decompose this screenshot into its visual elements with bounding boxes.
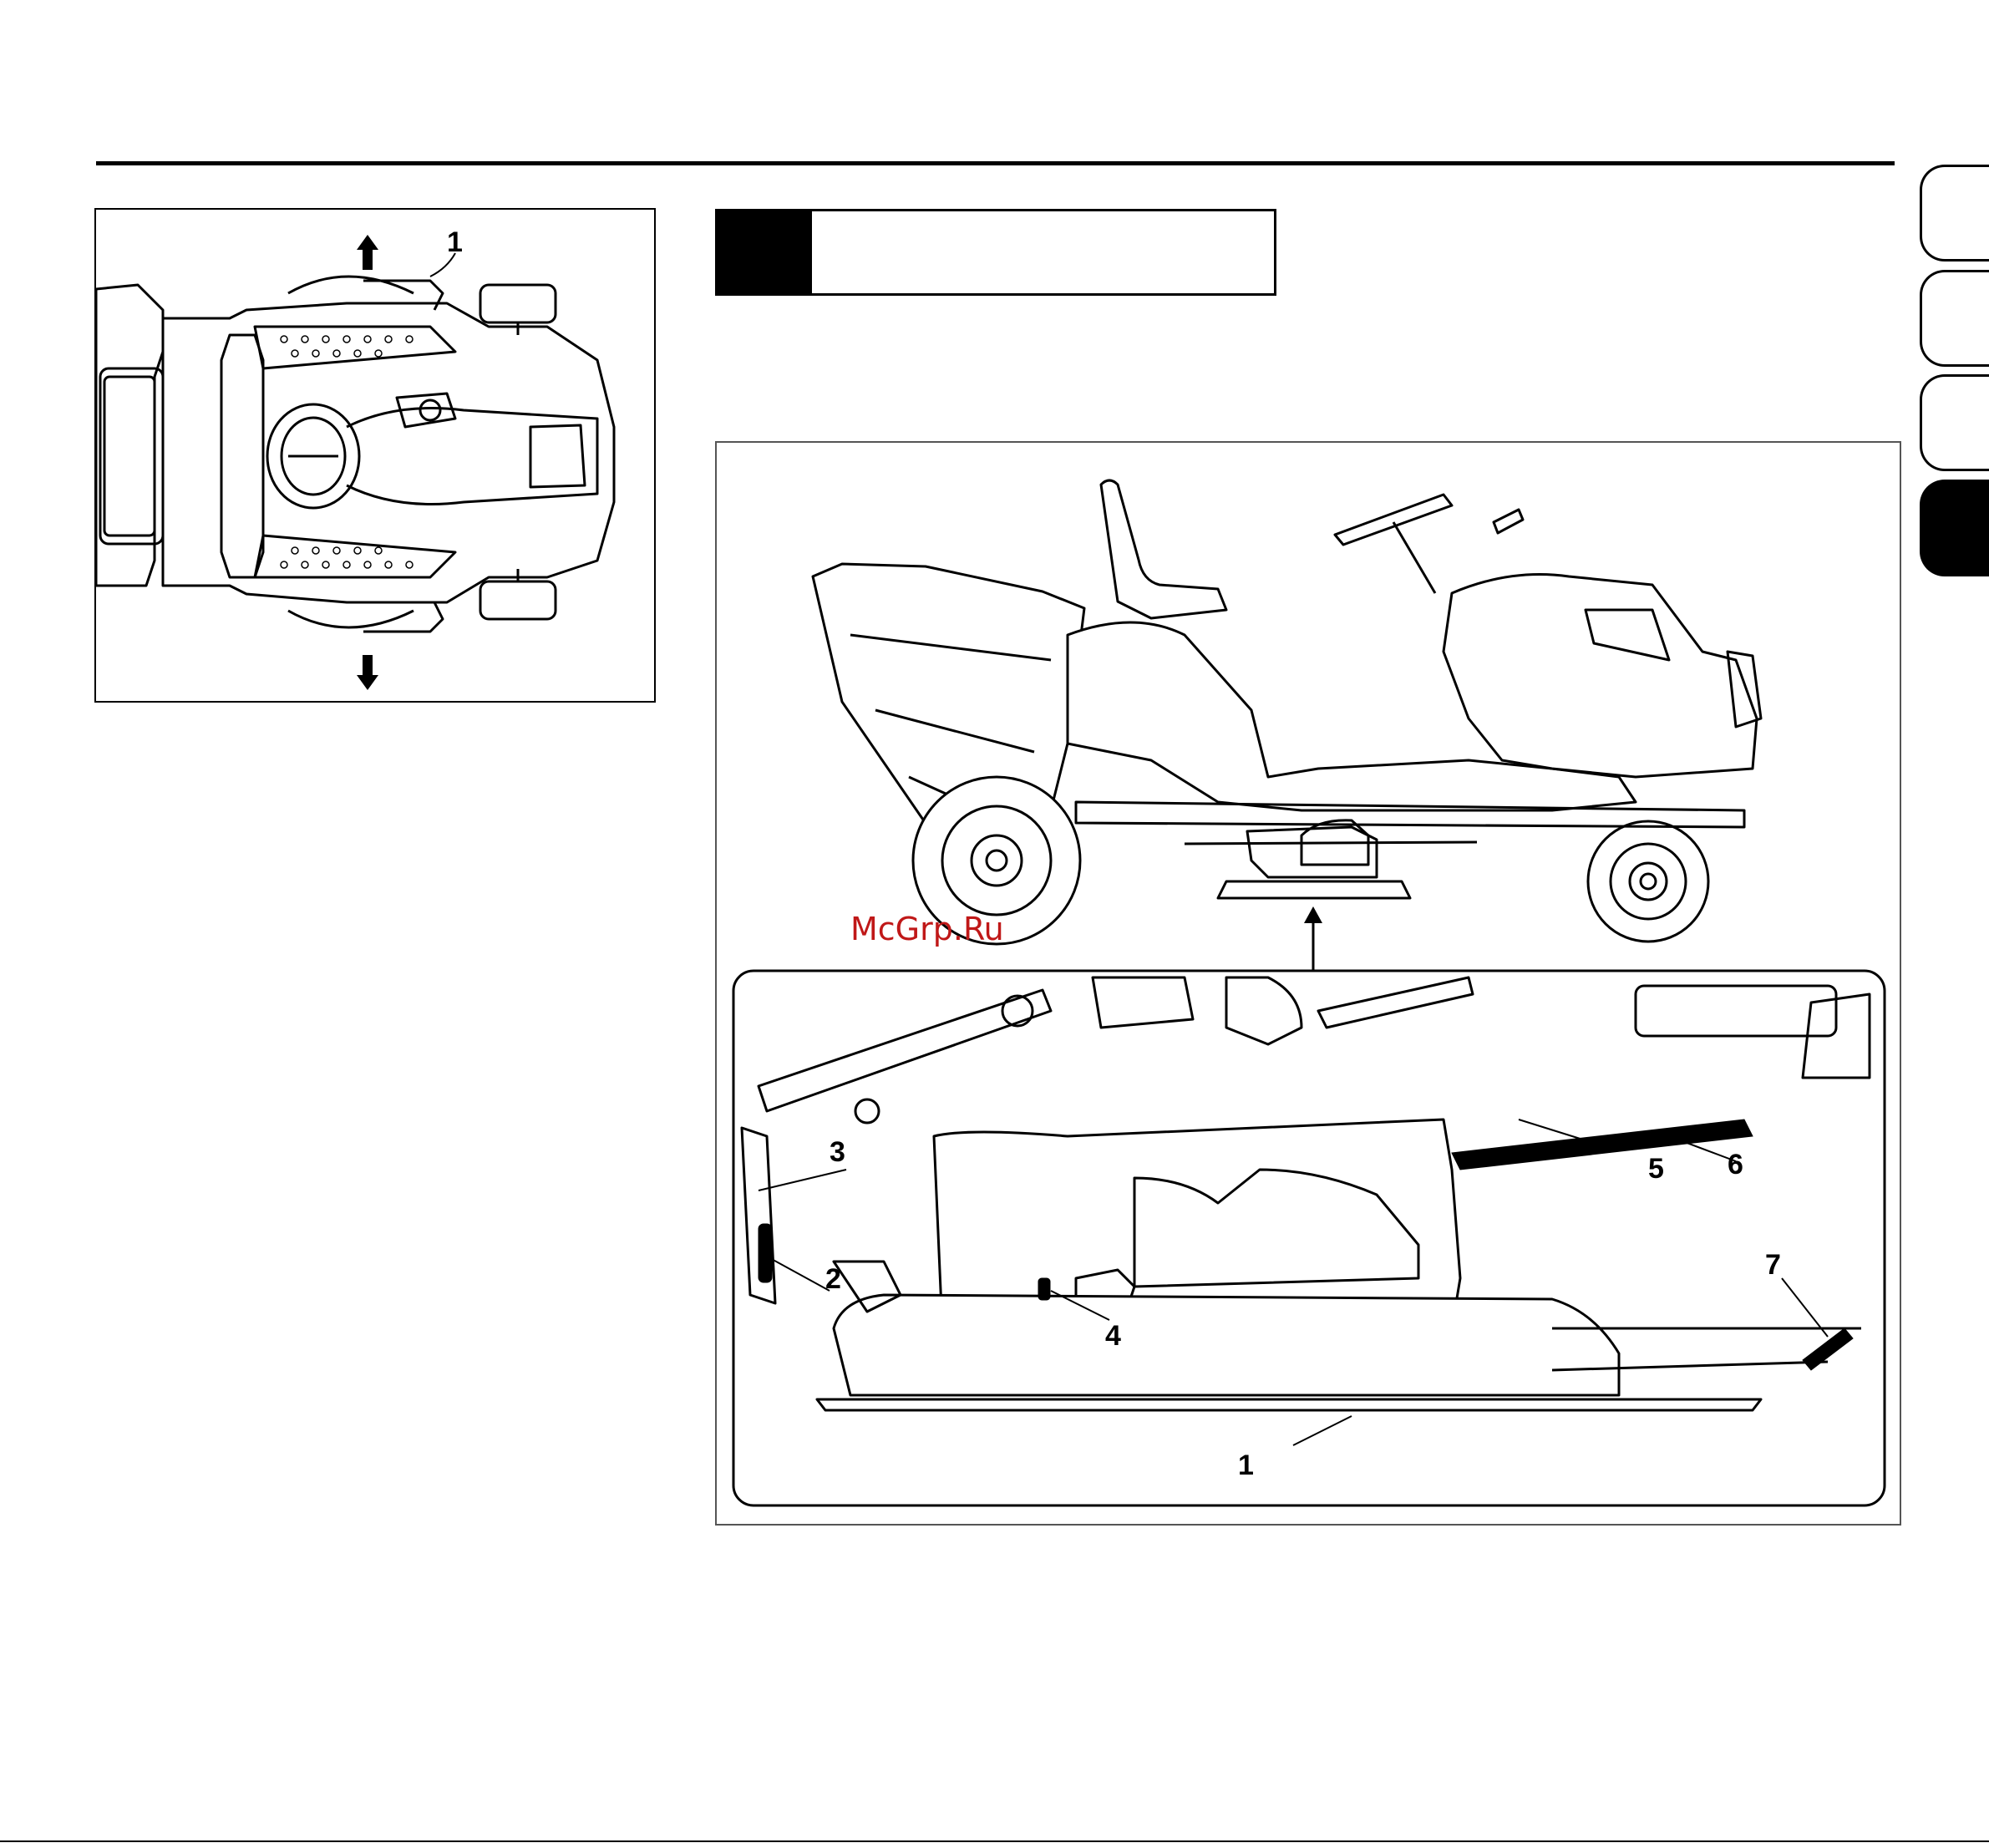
section-tab-1[interactable]: [1920, 165, 1989, 261]
top-view-drawing: 1: [96, 210, 654, 701]
callout-1: 1: [1238, 1449, 1254, 1481]
section-tab-4-active[interactable]: [1920, 480, 1989, 576]
figure-top-view: 1: [94, 208, 656, 703]
section-tab-2[interactable]: [1920, 270, 1989, 367]
pin-part-4: [1038, 1278, 1050, 1300]
section-heading-marker: [718, 211, 812, 293]
footer-rule: [0, 1840, 1989, 1842]
section-heading-box: [715, 209, 1276, 296]
header-rule: [96, 161, 1895, 165]
side-view-drawing: McGrp.Ru: [717, 443, 1900, 1524]
lever-part-2: [759, 1224, 772, 1282]
callout-5: 5: [1648, 1153, 1664, 1185]
arrow-up-icon: [357, 235, 378, 270]
callout-2: 2: [825, 1263, 841, 1295]
arrow-down-icon: [357, 655, 378, 690]
section-tab-3[interactable]: [1920, 374, 1989, 471]
arrow-up-icon: [1304, 906, 1322, 923]
callout-4: 4: [1105, 1320, 1121, 1352]
figure-side-view: McGrp.Ru: [715, 441, 1901, 1526]
callout-1: 1: [447, 226, 463, 258]
callout-6: 6: [1728, 1149, 1743, 1180]
callout-7: 7: [1765, 1249, 1781, 1281]
callout-3: 3: [830, 1136, 845, 1168]
watermark-text: McGrp.Ru: [850, 911, 1004, 947]
